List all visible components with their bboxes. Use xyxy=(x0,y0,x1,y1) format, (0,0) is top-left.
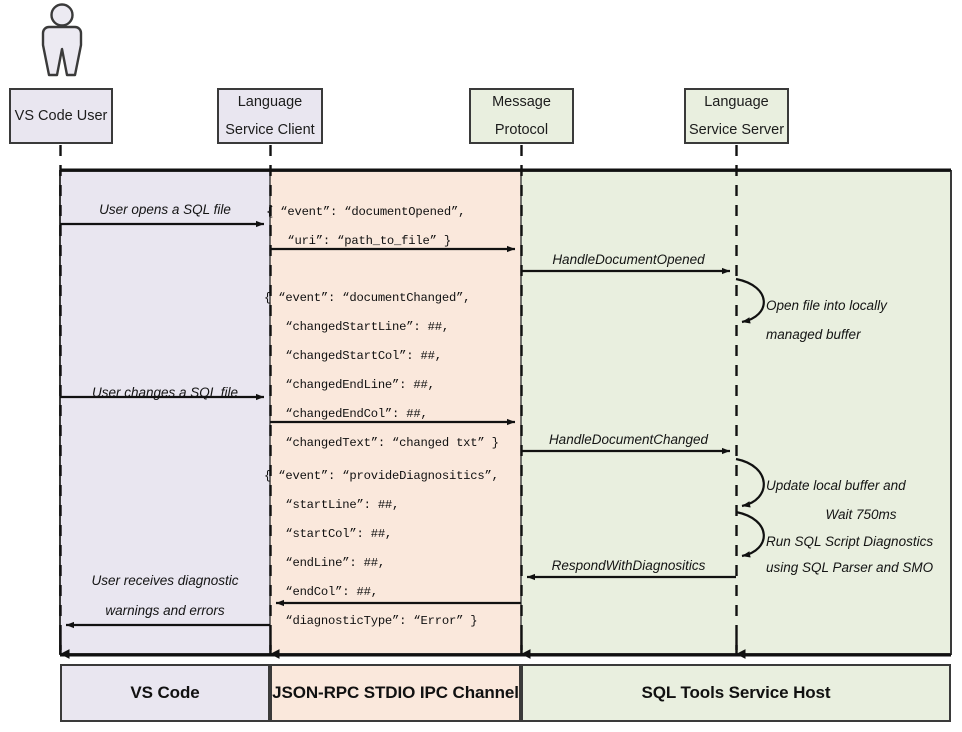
activity-bands xyxy=(59,168,952,657)
message-label-user-opens-file: User opens a SQL file xyxy=(99,202,231,217)
message-arrows xyxy=(60,220,736,629)
participant-label-line1: Language xyxy=(237,93,303,110)
self-loop-open-file xyxy=(735,277,765,324)
footer-cell-sql-tools-service-host[interactable]: SQL Tools Service Host xyxy=(521,664,951,722)
lifelines xyxy=(59,145,738,650)
participant-label-line1: Message xyxy=(492,93,551,110)
participant-label-line2: Protocol xyxy=(494,122,549,138)
self-loop-update-buffer xyxy=(735,457,765,508)
json-payload-provide-diagnositics: { “event”: “provideDiagnositics”, “start… xyxy=(264,469,499,629)
note-open-file-line1: Open file into locally xyxy=(766,298,887,313)
footer-cell-ipc-channel[interactable]: JSON-RPC STDIO IPC Channel xyxy=(270,664,521,722)
message-label-user-changes-file: User changes a SQL file xyxy=(91,385,239,400)
message-label-user-receives-diagnostics-line1: User receives diagnostic xyxy=(91,573,239,588)
message-label-respond-with-diagnositics: RespondWithDiagnositics xyxy=(551,558,706,573)
vs-code-user-actor xyxy=(29,2,95,83)
participant-message-protocol[interactable]: Message Protocol xyxy=(469,88,574,144)
message-label-user-receives-diagnostics-line2: warnings and errors xyxy=(105,603,225,618)
participant-language-service-client[interactable]: Language Service Client xyxy=(217,88,323,144)
actor-head-icon xyxy=(50,3,74,27)
footer-cell-vs-code[interactable]: VS Code xyxy=(60,664,270,722)
actor-body-icon xyxy=(41,25,83,77)
footer-label-vs-code: VS Code xyxy=(130,683,200,702)
participant-label-line2: Service Client xyxy=(225,122,315,138)
json-payload-document-opened: { “event”: “documentOpened”, “uri”: “pat… xyxy=(266,205,466,249)
footer-label-ipc-channel: JSON-RPC STDIO IPC Channel xyxy=(272,683,519,702)
note-run-diagnostics-line1: Run SQL Script Diagnostics xyxy=(766,534,934,549)
lifeline-terminators xyxy=(59,636,746,659)
note-run-diagnostics-line2: using SQL Parser and SMO xyxy=(766,560,934,575)
participant-vs-code-user[interactable]: VS Code User xyxy=(9,88,113,144)
message-label-handle-document-changed: HandleDocumentChanged xyxy=(548,432,709,447)
participant-label-line1: VS Code User xyxy=(14,107,108,124)
message-label-handle-document-opened: HandleDocumentOpened xyxy=(552,252,705,267)
note-update-buffer-line1: Update local buffer and xyxy=(766,478,906,493)
participant-label-line2: Service Server xyxy=(688,122,785,138)
self-loop-run-diagnostics xyxy=(735,510,765,558)
participant-label-line1: Language xyxy=(704,93,769,110)
self-loop-arrows xyxy=(735,277,765,558)
json-payload-document-changed: { “event”: “documentChanged”, “changedSt… xyxy=(264,291,499,451)
note-update-buffer-line2: Wait 750ms xyxy=(825,507,897,522)
participant-language-service-server[interactable]: Language Service Server xyxy=(684,88,789,144)
note-open-file-line2: managed buffer xyxy=(766,327,861,342)
footer-label-sql-tools-service-host: SQL Tools Service Host xyxy=(641,683,831,702)
